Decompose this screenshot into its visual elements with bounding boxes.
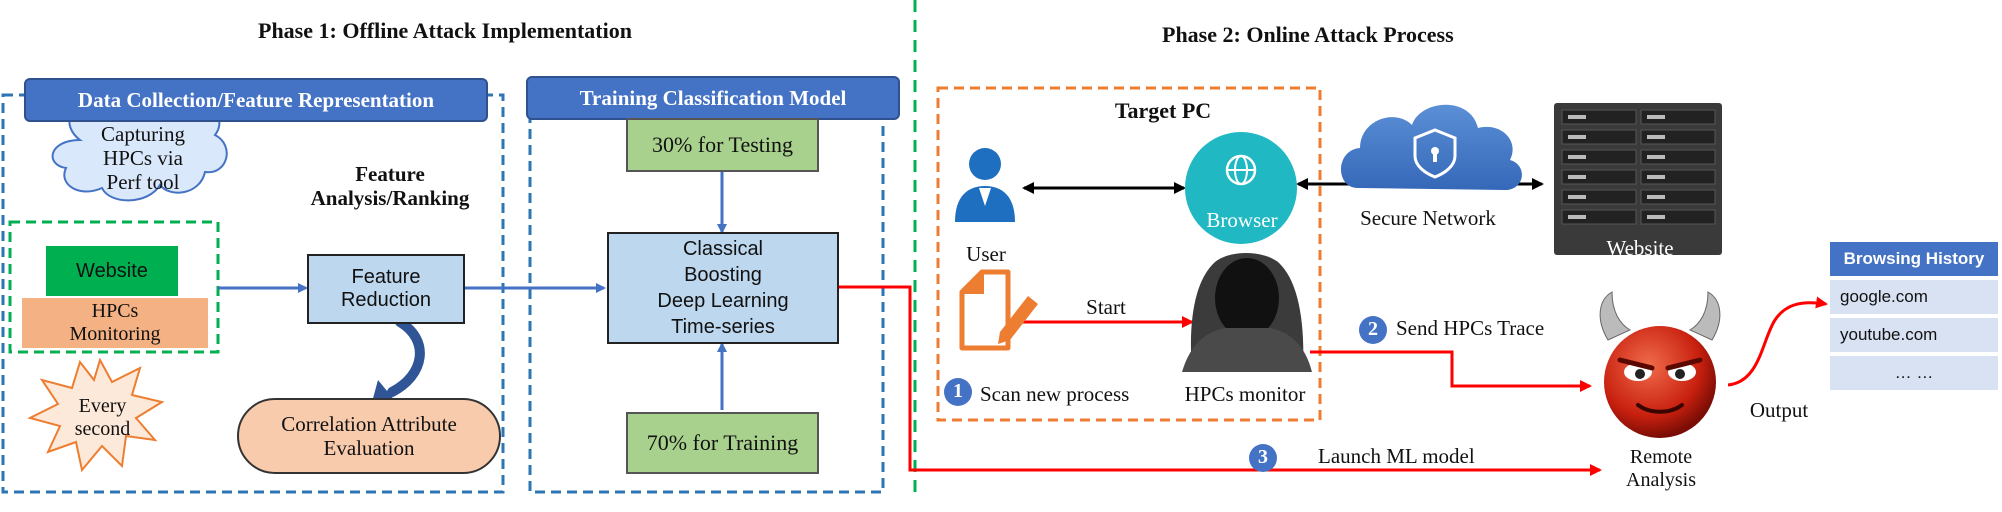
launch-ml-model-label: Launch ML model [1318,444,1475,468]
hpcs-monitoring-line-1: HPCs [91,300,139,322]
hpcs-monitoring-line-2: Monitoring [69,323,161,345]
curved-arrow-icon [372,317,425,402]
cloud-line-1: Capturing [101,122,185,146]
output-label: Output [1749,398,1809,422]
testing-box: 30% for Testing [626,118,819,172]
classifier-line-1: Classical [682,238,764,260]
training-tab: Training Classification Model [526,76,900,120]
step-1-badge [944,378,972,406]
history-item-google: google.com [1830,280,1998,314]
user-icon [955,148,1015,222]
devil-face-icon [1599,291,1721,438]
history-item-youtube: youtube.com [1830,318,1998,352]
hpcs-monitor-label: HPCs monitor [1184,382,1306,406]
feature-reduction-line-2: Reduction [340,289,432,311]
step-2-number: 2 [1368,318,1378,340]
cloud-line-3: Perf tool [106,170,180,195]
website-label: Website [1606,236,1674,260]
browsing-history-panel: Browsing History google.com youtube.com … [1830,242,1998,390]
shield-cloud-icon [1340,104,1522,190]
every-second-line-2: second [74,418,131,440]
starburst-icon [27,357,165,473]
feature-reduction-line-1: Feature [351,266,421,288]
feature-analysis-line-1: Feature [355,162,425,186]
server-rack-icon [1554,103,1722,255]
target-pc-frame [936,86,1322,422]
classifier-box: Classical Boosting Deep Learning Time-se… [607,232,839,344]
step-1-number: 1 [953,380,963,402]
remote-analysis-line-2: Analysis [1626,469,1696,491]
every-second-line-1: Every [78,395,127,417]
hpcs-monitoring-box: HPCs Monitoring [22,298,208,348]
feature-analysis-line-2: Analysis/Ranking [310,186,470,211]
correlation-box: Correlation Attribute Evaluation [237,398,501,474]
classifier-line-3: Deep Learning [657,290,789,312]
classifier-line-2: Boosting [684,264,762,286]
correlation-line-2: Evaluation [323,436,415,460]
training-box: 70% for Training [626,412,819,474]
browsing-history-title: Browsing History [1830,242,1998,276]
phase1-title: Phase 1: Offline Attack Implementation [258,18,632,43]
remote-analysis-line-1: Remote [1629,446,1693,468]
history-item-ellipsis: … … [1830,356,1998,390]
every-second-label: Every second [55,395,150,441]
scan-new-process-label: Scan new process [980,382,1130,406]
remote-analysis-label: Remote Analysis [1606,446,1716,492]
phase2-title: Phase 2: Online Attack Process [1162,22,1454,47]
secure-network-label: Secure Network [1360,206,1496,230]
step-2-badge [1359,316,1387,344]
browser-globe-icon [1185,132,1297,244]
feature-analysis-label: Feature Analysis/Ranking [290,162,490,210]
cloud-text: Capturing HPCs via Perf tool [88,122,198,194]
user-label: User [966,242,1006,266]
classifier-line-4: Time-series [671,316,775,338]
correlation-line-1: Correlation Attribute [281,411,457,436]
start-label: Start [1086,295,1126,319]
target-pc-label: Target PC [1114,98,1212,123]
website-box: Website [46,246,178,296]
browser-label: Browser [1206,208,1278,232]
hooded-hacker-icon [1182,253,1312,372]
document-pen-icon [959,269,1038,351]
feature-reduction-box: Feature Reduction [307,254,465,324]
step-3-number: 3 [1258,446,1268,468]
cloud-line-2: HPCs via [103,146,183,171]
data-collection-tab: Data Collection/Feature Representation [24,78,488,122]
step-3-badge [1249,444,1277,472]
send-hpcs-trace-label: Send HPCs Trace [1396,316,1545,340]
